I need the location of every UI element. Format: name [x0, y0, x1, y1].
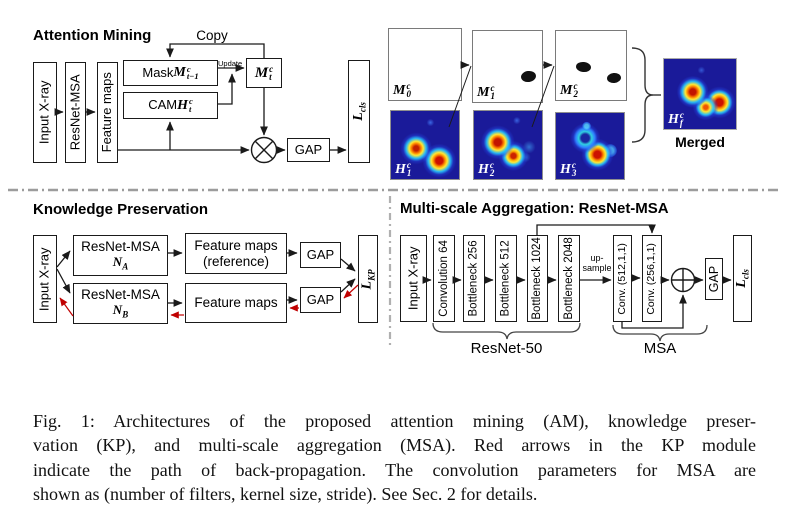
merged-caption: Merged [675, 134, 725, 150]
backprop-arrow [59, 297, 74, 317]
am-loss-label: Lcls [350, 102, 368, 121]
kp-input-xray-label: Input X-ray [36, 247, 52, 311]
am-resnet-msa-box: ResNet-MSA [65, 62, 86, 163]
am-resnet-msa-label: ResNet-MSA [67, 74, 83, 151]
am-title: Attention Mining [33, 27, 152, 44]
kp-feature-maps-box: Feature maps [185, 283, 287, 323]
am-cam-prefix: CAM [148, 97, 178, 113]
caption-line: Fig. 1: Architectures of the proposed at… [33, 411, 756, 431]
kp-network-a-symbol: NA [112, 254, 129, 272]
kp-network-a-box: ResNet-MSA NA [73, 235, 168, 276]
msa-brace [612, 324, 708, 342]
multiply-icon [250, 136, 278, 164]
skip-connection-arrow [536, 224, 656, 235]
resnet50-brace-label: ResNet-50 [470, 340, 543, 357]
msa-brace-label: MSA [643, 340, 677, 357]
am-mask-var: M [173, 65, 186, 81]
msa-stage-bottleneck512-box: Bottleneck 512 [495, 235, 517, 322]
caption-line: indicate the path of back-propagation. T… [33, 459, 756, 480]
msa-loss-label: Lcls [734, 269, 751, 288]
kp-gap-bottom-box: GAP [300, 287, 341, 313]
add-icon [670, 267, 696, 293]
input-to-neta-arrow [56, 250, 71, 268]
kp-loss-box: LKP [358, 235, 378, 323]
mask-blob [575, 61, 592, 73]
msa-conv256-box: Conv. (256,1,1) [642, 235, 662, 322]
msa-stage-bottleneck2048-box: Bottleneck 2048 [558, 235, 580, 322]
kp-network-b-box: ResNet-MSA NB [73, 283, 168, 324]
am-copy-label: Copy [196, 28, 228, 43]
kp-input-xray-box: Input X-ray [33, 235, 57, 323]
copy-arrow [166, 43, 265, 58]
mask-blob [520, 70, 537, 83]
msa-conv512-box: Conv. (512,1,1) [613, 235, 632, 322]
kp-title: Knowledge Preservation [33, 201, 209, 218]
msa-upsample-label: up- sample [582, 253, 612, 273]
msa-title: Multi-scale Aggregation: ResNet-MSA [400, 200, 669, 217]
am-mask-prefix: Mask [142, 64, 174, 80]
resnet50-brace [432, 322, 581, 340]
gap-to-loss-arrow [340, 258, 356, 272]
mask-blob [606, 72, 622, 84]
msa-gap-box: GAP [705, 258, 723, 300]
am-feature-maps-box: Feature maps [97, 62, 118, 163]
merge-brace [631, 47, 661, 143]
figure-caption: Fig. 1: Architectures of the proposed at… [33, 409, 756, 507]
backprop-arrow [343, 284, 359, 299]
msa-stage-conv64-box: Convolution 64 [433, 235, 455, 322]
msa-stage-bottleneck256-box: Bottleneck 256 [463, 235, 485, 322]
input-to-netb-arrow [56, 268, 71, 294]
caption-line: vation (KP), and multi-scale aggregation… [33, 435, 756, 456]
am-cam-var: H [177, 97, 188, 113]
am-loss-box: Lcls [348, 60, 370, 163]
msa-input-xray-box: Input X-ray [400, 235, 427, 322]
kp-gap-top-box: GAP [300, 242, 341, 268]
gap-to-loss-arrow [340, 278, 356, 293]
am-input-xray-label: Input X-ray [36, 80, 52, 145]
kp-network-b-symbol: NB [112, 302, 129, 320]
kp-loss-label: LKP [359, 268, 377, 290]
am-gap-box: GAP [287, 138, 330, 162]
msa-loss-box: Lcls [733, 235, 752, 322]
cam-to-update-arrow [218, 73, 236, 105]
am-input-xray-box: Input X-ray [33, 62, 57, 163]
msa-input-xray-label: Input X-ray [405, 246, 421, 311]
caption-line: shown as (number of filters, kernel size… [33, 484, 538, 505]
am-update-label: Update [218, 59, 243, 68]
am-mt-var: M [254, 64, 269, 81]
am-feature-maps-label: Feature maps [99, 72, 115, 153]
msa-stage-bottleneck1024-box: Bottleneck 1024 [527, 235, 548, 322]
kp-feature-maps-ref-box: Feature maps (reference) [185, 233, 287, 274]
